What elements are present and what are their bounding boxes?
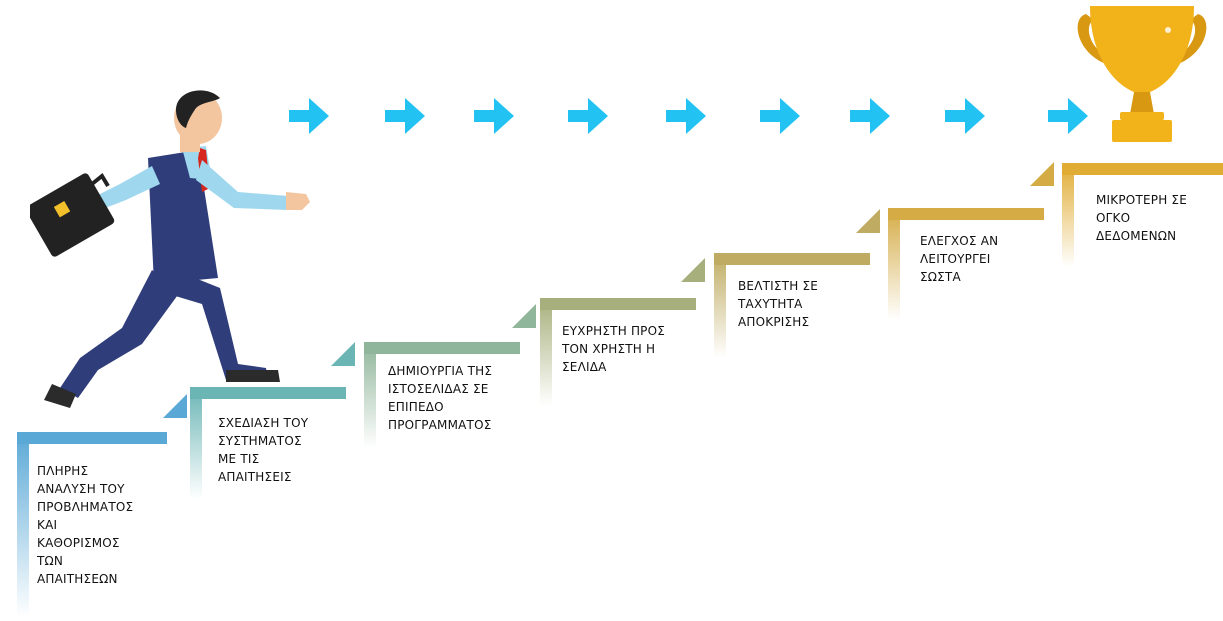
right-arrow-icon xyxy=(850,98,890,134)
step-6-riser xyxy=(888,208,900,320)
step-4-tip xyxy=(681,258,705,282)
right-arrow-icon xyxy=(666,98,706,134)
step-2-label: ΣΧΕΔΙΑΣΗ ΤΟΥ ΣΥΣΤΗΜΑΤΟΣ ΜΕ ΤΙΣ ΑΠΑΙΤΗΣΕΙ… xyxy=(218,416,309,484)
step-6-label: ΕΛΕΓΧΟΣ ΑΝ ΛΕΙΤΟΥΡΓΕΙ ΣΩΣΤΑ xyxy=(920,234,999,284)
step-2-tip xyxy=(331,342,355,366)
step-3-tread xyxy=(364,342,520,354)
step-1-label: ΠΛΗΡΗΣ ΑΝΑΛΥΣΗ ΤΟΥ ΠΡΟΒΛΗΜΑΤΟΣ ΚΑΙ ΚΑΘΟΡ… xyxy=(37,464,134,586)
right-arrow-icon xyxy=(760,98,800,134)
step-2-tread xyxy=(190,387,346,399)
right-arrow-icon xyxy=(1048,98,1088,134)
briefcase-icon xyxy=(30,173,115,257)
step-3: ΔΗΜΙΟΥΡΓΙΑ ΤΗΣ ΙΣΤΟΣΕΛΙΔΑΣ ΣΕ ΕΠΙΠΕΔΟ ΠΡ… xyxy=(364,304,536,448)
step-5-riser xyxy=(714,253,726,358)
step-7: ΜΙΚΡΟΤΕΡΗ ΣΕ ΟΓΚΟ ΔΕΔΟΜΕΝΩΝ xyxy=(1062,163,1223,267)
step-5-label: ΒΕΛΤΙΣΤΗ ΣΕ ΤΑΧΥΤΗΤΑ ΑΠΟΚΡΙΣΗΣ xyxy=(738,279,819,329)
step-7-riser xyxy=(1062,163,1074,267)
step-4-tread xyxy=(540,298,696,310)
right-arrow-icon xyxy=(474,98,514,134)
step-1-riser xyxy=(17,432,29,617)
step-5-tread xyxy=(714,253,870,265)
step-3-tip xyxy=(512,304,536,328)
right-arrow-icon xyxy=(289,98,329,134)
step-6-tread xyxy=(888,208,1044,220)
step-6-tip xyxy=(1030,162,1054,186)
step-7-tread xyxy=(1062,163,1223,175)
step-3-label: ΔΗΜΙΟΥΡΓΙΑ ΤΗΣ ΙΣΤΟΣΕΛΙΔΑΣ ΣΕ ΕΠΙΠΕΔΟ ΠΡ… xyxy=(388,364,493,432)
step-5-tip xyxy=(856,209,880,233)
businessman-running-icon xyxy=(30,90,310,408)
step-6: ΕΛΕΓΧΟΣ ΑΝ ΛΕΙΤΟΥΡΓΕΙ ΣΩΣΤΑ xyxy=(888,162,1054,320)
step-7-label: ΜΙΚΡΟΤΕΡΗ ΣΕ ΟΓΚΟ ΔΕΔΟΜΕΝΩΝ xyxy=(1096,193,1187,243)
step-5: ΒΕΛΤΙΣΤΗ ΣΕ ΤΑΧΥΤΗΤΑ ΑΠΟΚΡΙΣΗΣ xyxy=(714,209,880,358)
right-arrow-icon xyxy=(945,98,985,134)
step-1-tip xyxy=(163,394,187,418)
step-3-riser xyxy=(364,342,376,448)
step-4-label: ΕΥΧΡΗΣΤΗ ΠΡΟΣ ΤΟΝ ΧΡΗΣΤΗ Η ΣΕΛΙΔΑ xyxy=(562,324,666,374)
step-2-riser xyxy=(190,387,202,499)
step-4-riser xyxy=(540,298,552,406)
right-arrow-icon xyxy=(568,98,608,134)
step-1-tread xyxy=(17,432,167,444)
step-2: ΣΧΕΔΙΑΣΗ ΤΟΥ ΣΥΣΤΗΜΑΤΟΣ ΜΕ ΤΙΣ ΑΠΑΙΤΗΣΕΙ… xyxy=(190,342,355,499)
step-4: ΕΥΧΡΗΣΤΗ ΠΡΟΣ ΤΟΝ ΧΡΗΣΤΗ Η ΣΕΛΙΔΑ xyxy=(540,258,705,406)
right-arrow-icon xyxy=(385,98,425,134)
step-1: ΠΛΗΡΗΣ ΑΝΑΛΥΣΗ ΤΟΥ ΠΡΟΒΛΗΜΑΤΟΣ ΚΑΙ ΚΑΘΟΡ… xyxy=(17,394,187,617)
trophy-icon xyxy=(1077,6,1207,142)
